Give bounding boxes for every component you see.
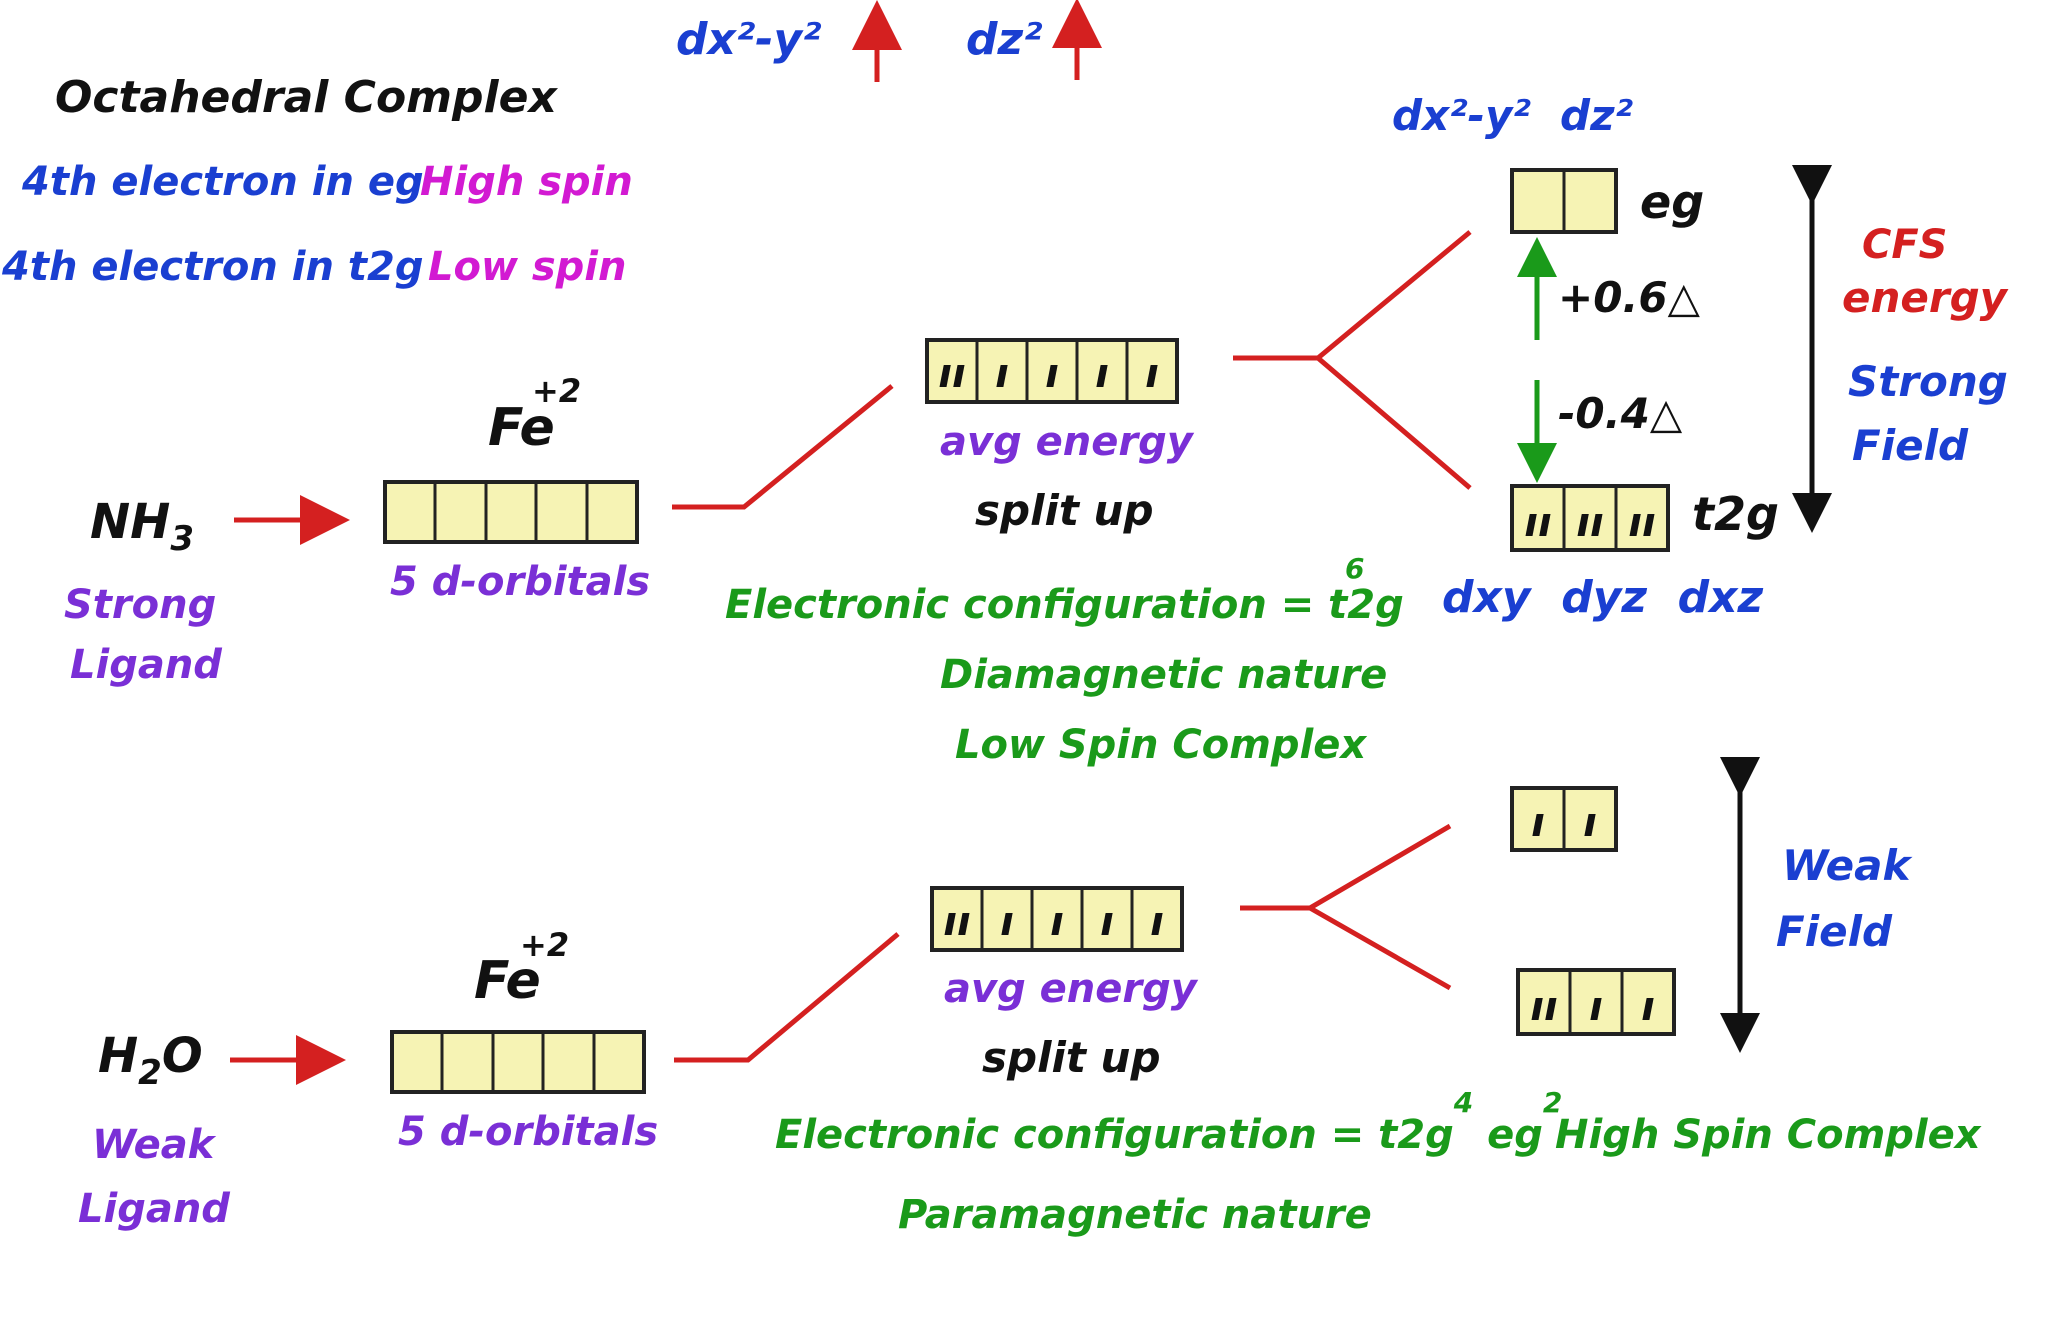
top-label-dx2y2: dx²-y²	[676, 14, 821, 65]
svg-text:NH3: NH3	[90, 494, 194, 559]
field-label-weak-2: Field	[1776, 907, 1893, 956]
magnetic-nature-weak: Paramagnetic nature	[898, 1192, 1372, 1238]
svg-text:6: 6	[1345, 552, 1364, 585]
ligand-h2o: H2O	[98, 1028, 203, 1093]
eg-boxes-strong	[1510, 168, 1618, 234]
d-orbital-boxes-weak	[390, 1030, 646, 1094]
svg-text:Electronic configuration = t2g: Electronic configuration = t2g4 eg2	[775, 1086, 1562, 1158]
t2g-electron-mark: ıı	[1524, 500, 1551, 546]
avg-energy-boxes-weak: ıı ı ı ı ı	[930, 886, 1184, 952]
avg-electron-mark: ı	[1000, 899, 1014, 945]
electron-config-weak: Electronic configuration = t2g4 eg2	[775, 1086, 1562, 1158]
connector-weak	[674, 932, 900, 1063]
t2g-electron-mark: ı	[1641, 984, 1655, 1030]
note-low-right: Low spin	[428, 244, 626, 290]
electron-config-strong: Electronic configuration = t2g 6	[725, 552, 1404, 628]
d-orbital-boxes-strong	[383, 480, 639, 544]
avg-energy-boxes-strong: ıı ı ı ı ı	[925, 338, 1179, 404]
field-label-strong-2: Field	[1852, 421, 1969, 470]
eg-electron-mark: ı	[1531, 800, 1545, 846]
ligand-type-weak-1: Weak	[92, 1122, 217, 1168]
spin-label-weak: High Spin Complex	[1555, 1112, 1982, 1158]
split-up-label-weak: split up	[982, 1033, 1161, 1082]
note-high-right: High spin	[420, 159, 633, 205]
svg-text:Fe: Fe	[474, 951, 541, 1011]
t2g-electron-mark: ıı	[1628, 500, 1655, 546]
svg-text:Electronic configuration = t2g: Electronic configuration = t2g	[725, 582, 1404, 628]
ligand-type-weak-2: Ligand	[78, 1186, 230, 1232]
split-up-label-strong: split up	[975, 486, 1154, 535]
avg-electron-mark: ıı	[943, 899, 970, 945]
t2g-boxes-weak: ıı ı ı	[1516, 968, 1676, 1036]
connector-strong	[672, 384, 894, 510]
d-orbitals-label-strong: 5 d-orbitals	[390, 559, 650, 605]
avg-electron-mark: ı	[1045, 351, 1059, 397]
eg-orbital-names: dx²-y² dz²	[1392, 91, 1634, 140]
ion-fe-strong: Fe +2	[488, 372, 581, 458]
avg-electron-mark: ıı	[938, 351, 965, 397]
ligand-nh3: NH3	[90, 494, 194, 559]
ion-fe-weak: Fe +2	[474, 926, 569, 1011]
split-lines-strong	[1314, 230, 1472, 490]
d-orbitals-label-weak: 5 d-orbitals	[398, 1109, 658, 1155]
cfs-label-2: energy	[1842, 273, 2009, 322]
t2g-label: t2g	[1692, 487, 1779, 541]
avg-electron-mark: ı	[1100, 899, 1114, 945]
page-title: Octahedral Complex	[55, 72, 558, 123]
field-label-weak-1: Weak	[1782, 841, 1913, 890]
avg-electron-mark: ı	[1145, 351, 1159, 397]
svg-text:+2: +2	[532, 372, 581, 410]
ligand-type-strong-2: Ligand	[70, 642, 222, 688]
eg-electron-mark: ı	[1583, 800, 1597, 846]
note-high-left: 4th electron in eg	[21, 159, 424, 205]
eg-boxes-weak: ı ı	[1510, 786, 1618, 852]
spin-label-strong: Low Spin Complex	[955, 722, 1367, 768]
svg-text:+2: +2	[520, 926, 569, 964]
minus-energy-label: -0.4△	[1558, 389, 1683, 438]
top-label-dz2: dz²	[966, 14, 1042, 65]
plus-energy-label: +0.6△	[1558, 273, 1701, 322]
avg-electron-mark: ı	[1095, 351, 1109, 397]
avg-energy-label-weak: avg energy	[944, 966, 1199, 1012]
t2g-orbital-names: dxy dyz dxz	[1442, 572, 1763, 623]
note-low-left: 4th electron in t2g	[1, 244, 423, 290]
eg-label: eg	[1640, 175, 1704, 229]
avg-electron-mark: ı	[1150, 899, 1164, 945]
avg-electron-mark: ı	[1050, 899, 1064, 945]
t2g-electron-mark: ıı	[1576, 500, 1603, 546]
svg-text:H2O: H2O	[98, 1028, 203, 1093]
t2g-boxes-strong: ıı ıı ıı	[1510, 484, 1670, 552]
magnetic-nature-strong: Diamagnetic nature	[940, 652, 1387, 698]
cfs-label-1: CFS	[1862, 222, 1948, 268]
avg-electron-mark: ı	[995, 351, 1009, 397]
ligand-type-strong-1: Strong	[64, 582, 216, 628]
avg-energy-label-strong: avg energy	[940, 419, 1195, 465]
svg-text:Fe: Fe	[488, 398, 555, 458]
split-lines-weak	[1305, 823, 1452, 991]
field-label-strong-1: Strong	[1848, 357, 2008, 406]
t2g-electron-mark: ı	[1589, 984, 1603, 1030]
t2g-electron-mark: ıı	[1530, 984, 1557, 1030]
